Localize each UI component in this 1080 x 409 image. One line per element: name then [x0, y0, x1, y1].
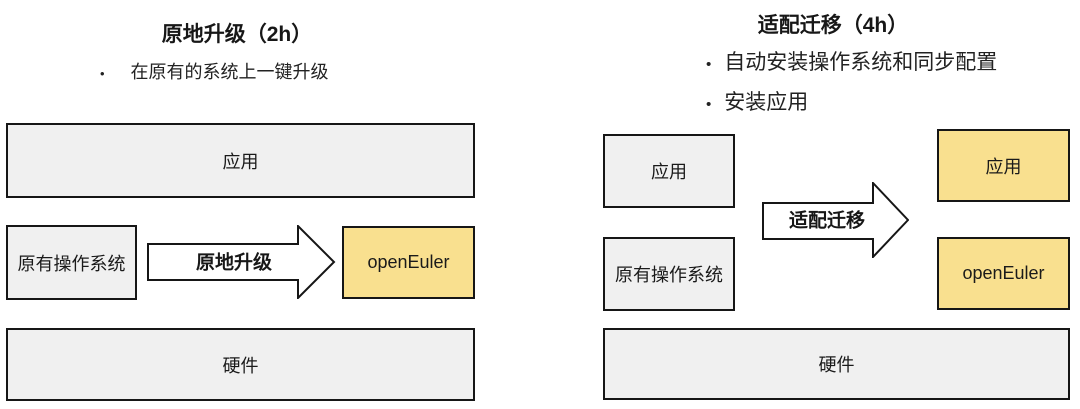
- in-place-upgrade-bullet-text: 在原有的系统上一键升级: [130, 62, 329, 82]
- adaptation-migration-arrow: 适配迁移: [762, 182, 909, 258]
- right-legacy-os-box: 原有操作系统: [603, 237, 735, 311]
- bullet-dot: •: [706, 56, 712, 73]
- in-place-upgrade-title: 原地升级（2h）: [161, 23, 313, 46]
- right-migrated-application-box: 应用: [937, 129, 1070, 202]
- right-openeuler-box: openEuler: [937, 237, 1070, 310]
- left-legacy-os-label: 原有操作系统: [17, 253, 126, 274]
- adaptation-migration-title: 适配迁移（4h）: [757, 14, 909, 37]
- bullet-dot: •: [100, 66, 105, 81]
- arrow-shape: [147, 225, 336, 299]
- arrow-shape: [762, 182, 909, 258]
- right-legacy-application-box: 应用: [603, 134, 735, 208]
- left-hardware-label: 硬件: [222, 355, 259, 376]
- right-hardware-box: 硬件: [603, 328, 1070, 400]
- adaptation-migration-bullets: • 自动安装操作系统和同步配置 • 安装应用: [706, 46, 997, 116]
- adaptation-migration-arrow-label: 适配迁移: [789, 209, 865, 232]
- left-application-label: 应用: [222, 151, 259, 172]
- right-migrated-application-label: 应用: [985, 156, 1022, 177]
- right-legacy-application-label: 应用: [651, 162, 687, 182]
- right-legacy-os-label: 原有操作系统: [615, 265, 723, 285]
- right-openeuler-label: openEuler: [962, 263, 1045, 283]
- left-hardware-box: 硬件: [6, 328, 475, 401]
- bullet-dot: •: [706, 96, 712, 113]
- adaptation-migration-bullet-1: • 自动安装操作系统和同步配置: [706, 46, 997, 76]
- in-place-upgrade-bullet: • 在原有的系统上一键升级: [100, 58, 329, 84]
- left-legacy-os-box: 原有操作系统: [6, 225, 137, 300]
- adaptation-migration-bullet-2: • 安装应用: [706, 86, 997, 116]
- left-application-box: 应用: [6, 123, 475, 198]
- in-place-upgrade-arrow-label: 原地升级: [196, 251, 272, 274]
- adaptation-migration-bullet-1-text: 自动安装操作系统和同步配置: [724, 51, 998, 74]
- adaptation-migration-bullet-2-text: 安装应用: [724, 91, 809, 114]
- right-hardware-label: 硬件: [818, 355, 855, 375]
- left-openeuler-box: openEuler: [342, 226, 475, 299]
- in-place-upgrade-arrow: 原地升级: [147, 225, 336, 299]
- left-openeuler-label: openEuler: [367, 252, 450, 272]
